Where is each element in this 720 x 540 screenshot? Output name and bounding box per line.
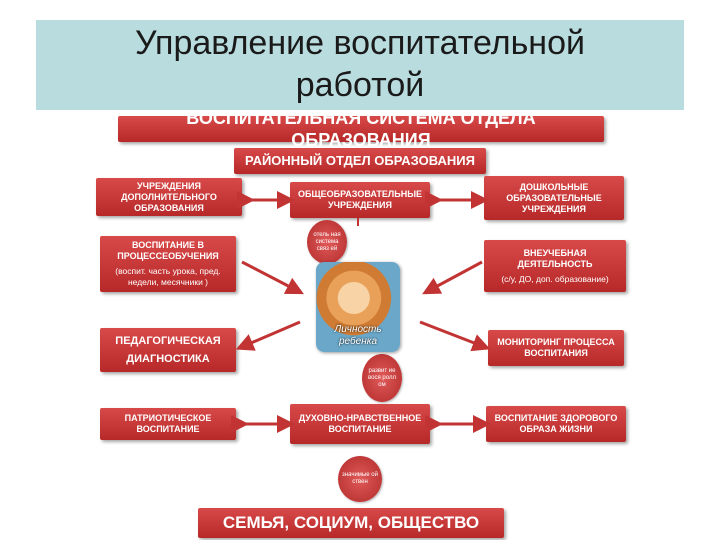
footer-box: СЕМЬЯ, СОЦИУМ, ОБЩЕСТВО xyxy=(198,508,504,538)
learning-sub: (воспит. часть урока, пред. недели, меся… xyxy=(115,266,221,287)
district-office-box: РАЙОННЫЙ ОТДЕЛ ОБРАЗОВАНИЯ xyxy=(234,148,486,174)
learning-title: ВОСПИТАНИЕ В ПРОЦЕССЕОБУЧЕНИЯ xyxy=(117,240,219,261)
title-band xyxy=(36,20,684,110)
preschool-box: ДОШКОЛЬНЫЕ ОБРАЗОВАТЕЛЬНЫЕ УЧРЕЖДЕНИЯ xyxy=(484,176,624,220)
slide-title: Управление воспитательной работой xyxy=(134,24,585,104)
child-label: Личность ребенка xyxy=(334,324,382,347)
extracurricular-title: ВНЕУЧЕБНАЯ ДЕЯТЕЛЬНОСТЬ xyxy=(517,247,593,269)
oval-middle: развит ие вося ролл ом xyxy=(362,354,402,402)
extracurricular-sub: (с/у, ДО, доп. образование) xyxy=(501,273,609,284)
general-education-box: ОБЩЕОБРАЗОВАТЕЛЬНЫЕ УЧРЕЖДЕНИЯ xyxy=(290,182,430,218)
additional-education-box: УЧРЕЖДЕНИЯ ДОПОЛНИТЕЛЬНОГО ОБРАЗОВАНИЯ xyxy=(96,178,242,216)
extracurricular-box: ВНЕУЧЕБНАЯ ДЕЯТЕЛЬНОСТЬ (с/у, ДО, доп. о… xyxy=(484,240,626,292)
monitoring-box: МОНИТОРИНГ ПРОЦЕССА ВОСПИТАНИЯ xyxy=(488,330,624,366)
oval-top: отель ная система связ ей xyxy=(307,220,347,264)
moral-box: ДУХОВНО-НРАВСТВЕННОЕ ВОСПИТАНИЕ xyxy=(290,404,430,444)
arrow-diagnostics xyxy=(235,320,301,351)
learning-process-box: ВОСПИТАНИЕ В ПРОЦЕССЕОБУЧЕНИЯ (воспит. ч… xyxy=(100,236,236,292)
arrow-extracurricular xyxy=(422,260,483,295)
diagnostics-box: ПЕДАГОГИЧЕСКАЯ ДИАГНОСТИКА xyxy=(100,328,236,372)
arrow-learning xyxy=(241,260,304,295)
oval-bottom: значимые ой ствен xyxy=(338,456,382,502)
healthy-lifestyle-box: ВОСПИТАНИЕ ЗДОРОВОГО ОБРАЗА ЖИЗНИ xyxy=(486,406,626,442)
patriotic-box: ПАТРИОТИЧЕСКОЕ ВОСПИТАНИЕ xyxy=(100,408,236,440)
child-photo: Личность ребенка xyxy=(316,262,400,352)
arrow-monitoring xyxy=(419,320,491,352)
